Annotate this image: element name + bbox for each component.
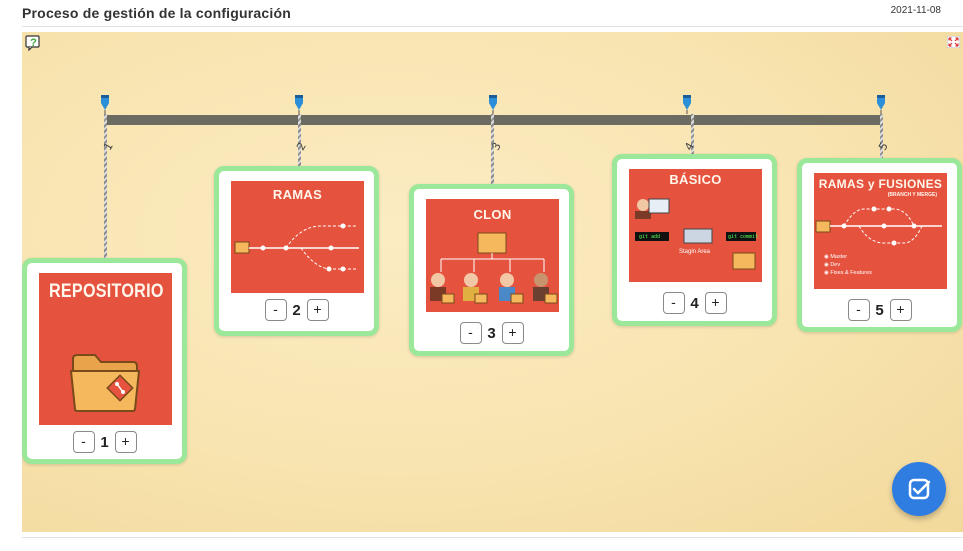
rope-3: [491, 114, 494, 190]
timeline-pin-2: [295, 95, 303, 114]
card-image-repositorio: REPOSITORIO: [39, 273, 172, 425]
page-date: 2021-11-08: [890, 5, 941, 16]
legend-item-master: ◉ Master: [824, 254, 848, 260]
expand-icon[interactable]: [947, 36, 960, 48]
card-controls: - 4 +: [617, 292, 772, 314]
branch-legend: ◉ Master ◉ Dev ◉ Fixes & Features: [824, 253, 872, 277]
card-controls: - 1 +: [27, 431, 182, 453]
timeline-pin-3: [489, 95, 497, 114]
rope-5: [880, 114, 883, 164]
legend-label: Fixes & Features: [830, 270, 872, 276]
timeline-pin-5: [877, 95, 885, 114]
timeline-board: ? 1 2 3 4 5 REPOSITORIO -: [22, 32, 963, 532]
legend-item-dev: ◉ Dev: [824, 262, 841, 268]
clone-diagram-icon: [430, 232, 558, 304]
timeline-pin-1: [101, 95, 109, 114]
page-title: Proceso de gestión de la configuración: [22, 5, 291, 21]
card-controls: - 2 +: [219, 299, 374, 321]
card-image-title: RAMAS y FUSIONES: [818, 177, 943, 191]
timeline-card-2[interactable]: RAMAS - 2 +: [214, 166, 379, 336]
card-order-number: 2: [292, 301, 301, 319]
rope-4: [691, 114, 694, 156]
git-add-label: git add: [639, 234, 661, 240]
card-order-number: 4: [690, 294, 699, 312]
decrement-button[interactable]: -: [264, 299, 287, 321]
card-order-number: 5: [875, 301, 884, 319]
page-header: Proceso de gestión de la configuración 2…: [0, 0, 963, 28]
decrement-button[interactable]: -: [459, 322, 482, 344]
timeline-pin-4: [683, 95, 691, 114]
rope-1: [104, 114, 107, 264]
tick-label-4: 4: [682, 140, 697, 153]
card-image-basico: BÁSICO git add git commit Stagin Area: [629, 169, 762, 282]
decrement-button[interactable]: -: [662, 292, 685, 314]
help-question-icon[interactable]: ?: [25, 35, 43, 51]
increment-button[interactable]: +: [306, 299, 329, 321]
git-basic-diagram-icon: [635, 198, 756, 270]
card-image-title: CLON: [473, 207, 512, 222]
check-answers-button[interactable]: [892, 462, 946, 516]
card-image-ramas: RAMAS: [231, 181, 364, 293]
divider-bottom: [22, 537, 963, 538]
branch-diagram-icon: [234, 223, 359, 272]
card-image-subtitle: (BRANCH Y MERGE): [887, 192, 937, 198]
stage-area-label: Stagin Area: [679, 249, 711, 255]
tick-label-2: 2: [294, 140, 309, 153]
card-image-title: RAMAS: [272, 187, 323, 202]
card-image-title: BÁSICO: [669, 172, 722, 187]
increment-button[interactable]: +: [501, 322, 524, 344]
decrement-button[interactable]: -: [72, 431, 95, 453]
timeline-card-3[interactable]: CLON - 3 +: [409, 184, 574, 356]
timeline-card-5[interactable]: RAMAS y FUSIONES (BRANCH Y MERGE) ◉ Mast…: [797, 158, 962, 332]
rope-2: [298, 114, 301, 172]
increment-button[interactable]: +: [889, 299, 912, 321]
card-image-ramas-fusiones: RAMAS y FUSIONES (BRANCH Y MERGE) ◉ Mast…: [814, 173, 947, 289]
card-order-number: 1: [100, 433, 109, 451]
git-commit-label: git commit: [728, 234, 759, 240]
card-image-clon: CLON: [426, 199, 559, 312]
legend-item-fixes: ◉ Fixes & Features: [824, 270, 872, 276]
legend-label: Dev: [830, 262, 841, 268]
card-controls: - 3 +: [414, 322, 569, 344]
tick-label-5: 5: [876, 140, 891, 153]
increment-button[interactable]: +: [704, 292, 727, 314]
timeline-card-4[interactable]: BÁSICO git add git commit Stagin Area - …: [612, 154, 777, 326]
svg-text:?: ?: [30, 37, 37, 49]
merge-diagram-icon: [815, 206, 942, 246]
card-controls: - 5 +: [802, 299, 957, 321]
check-icon: [908, 478, 931, 500]
decrement-button[interactable]: -: [847, 299, 870, 321]
card-order-number: 3: [487, 324, 496, 342]
timeline-card-1[interactable]: REPOSITORIO - 1 +: [22, 258, 187, 464]
divider-top: [22, 26, 963, 27]
git-folder-icon: [69, 354, 141, 412]
increment-button[interactable]: +: [114, 431, 137, 453]
card-image-title: REPOSITORIO: [48, 281, 164, 302]
legend-label: Master: [830, 254, 848, 260]
